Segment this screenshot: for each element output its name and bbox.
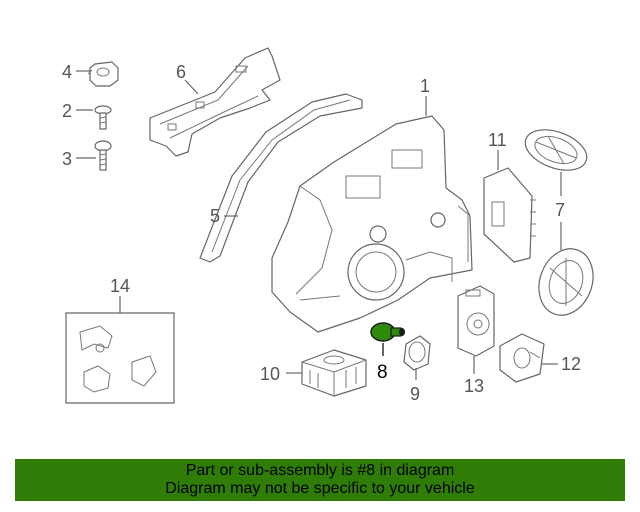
part-12-actuator[interactable]: [499, 333, 545, 383]
callout-2: 2: [62, 101, 72, 121]
part-2-screw[interactable]: [94, 105, 112, 130]
part-7-cover-lower[interactable]: [530, 241, 602, 323]
part-3-screw[interactable]: [94, 140, 112, 171]
part-10-ballast[interactable]: [301, 349, 367, 397]
callout-7: 7: [555, 200, 565, 220]
part-4-clip[interactable]: [87, 61, 119, 87]
callout-10: 10: [260, 364, 280, 384]
part-6-bracket[interactable]: [149, 47, 281, 157]
banner-line-1: Part or sub-assembly is #8 in diagram: [185, 462, 455, 479]
callout-9: 9: [410, 384, 420, 404]
part-7-cover-upper[interactable]: [520, 122, 592, 178]
callout-8: 8: [377, 362, 388, 383]
part-13-motor[interactable]: [457, 285, 495, 357]
part-8-bulb-socket[interactable]: [370, 322, 405, 342]
info-banner: Part or sub-assembly is #8 in diagram Di…: [15, 459, 625, 501]
banner-line-2: Diagram may not be specific to your vehi…: [165, 480, 475, 497]
parts-diagram: 4 2 3 6 5: [62, 47, 602, 404]
callout-3: 3: [62, 149, 72, 169]
part-11-module[interactable]: [483, 167, 536, 263]
callout-12: 12: [561, 354, 581, 374]
callout-6: 6: [176, 62, 186, 82]
part-14-bracket-kit[interactable]: [65, 312, 175, 404]
callout-14: 14: [110, 276, 130, 296]
callout-5: 5: [210, 206, 220, 226]
part-9-cap[interactable]: [403, 335, 431, 371]
part-1-headlamp-assembly[interactable]: [271, 115, 473, 333]
part-5-seal[interactable]: [199, 93, 363, 263]
callout-4: 4: [62, 62, 72, 82]
callout-1: 1: [420, 76, 430, 96]
callout-13: 13: [464, 376, 484, 396]
callout-11: 11: [488, 130, 507, 150]
leader-6: [184, 79, 199, 95]
